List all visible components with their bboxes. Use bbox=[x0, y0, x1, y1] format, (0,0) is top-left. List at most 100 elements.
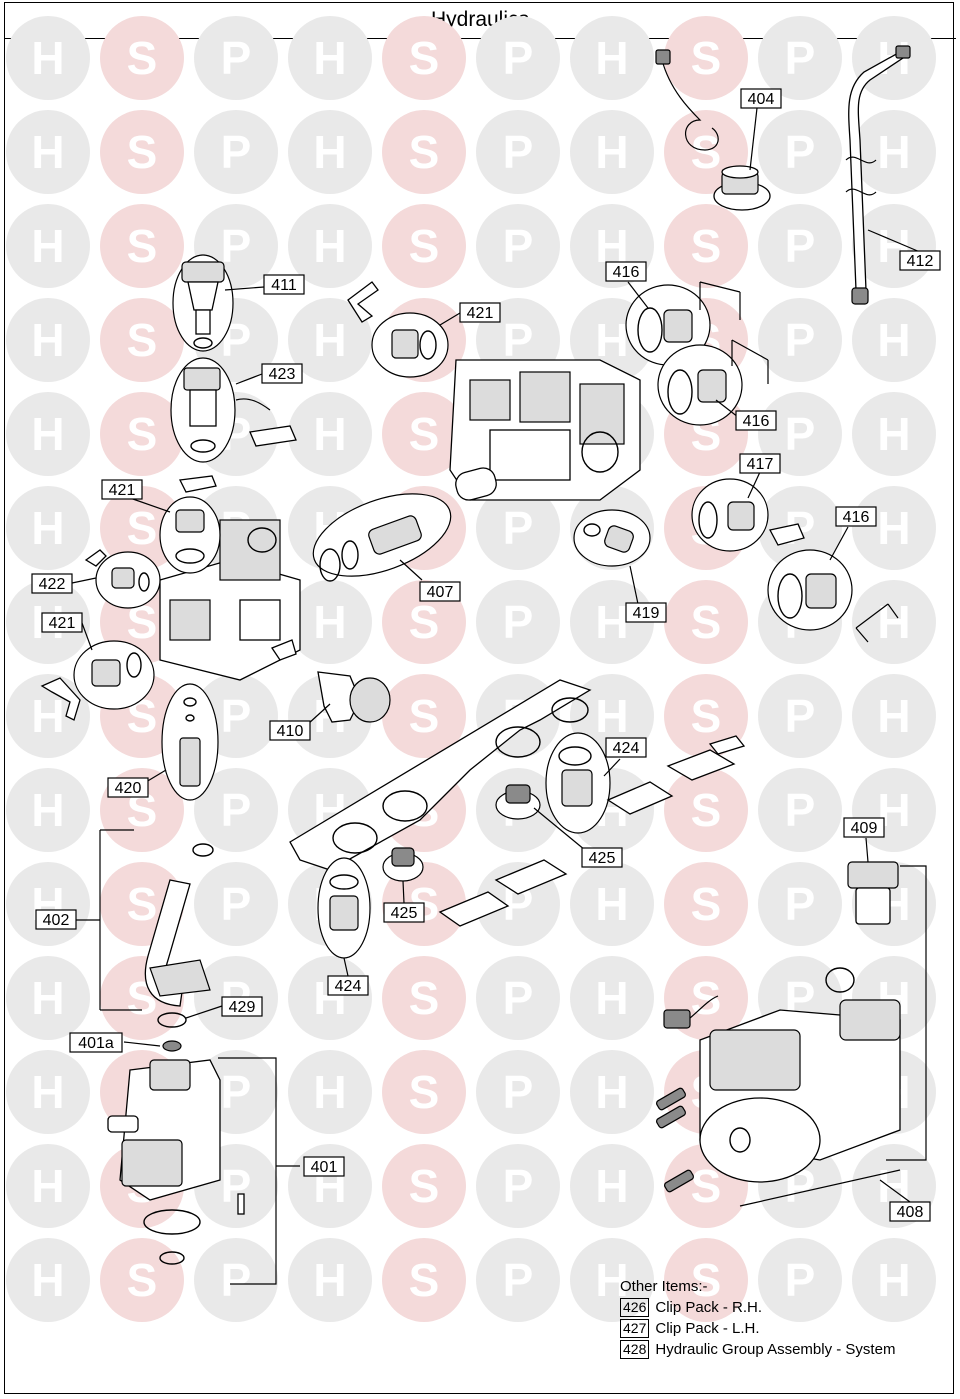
watermark-circle bbox=[194, 768, 278, 852]
watermark-circle bbox=[6, 392, 90, 476]
watermark-letter: S bbox=[409, 1066, 440, 1118]
watermark-letter: S bbox=[409, 596, 440, 648]
watermark-circle bbox=[570, 956, 654, 1040]
watermark-letter: S bbox=[127, 1254, 158, 1306]
watermark-circle bbox=[852, 1238, 936, 1322]
label-407: 407 bbox=[419, 581, 461, 602]
watermark-circle bbox=[476, 204, 560, 288]
watermark-letter: P bbox=[503, 1066, 534, 1118]
watermark-circle bbox=[6, 486, 90, 570]
watermark-circle bbox=[382, 204, 466, 288]
watermark-letter: P bbox=[221, 690, 252, 742]
label-424-lower: 424 bbox=[327, 975, 369, 996]
watermark-circle bbox=[288, 1050, 372, 1134]
watermark-letter: P bbox=[221, 126, 252, 178]
watermark-letter: S bbox=[127, 220, 158, 272]
watermark-circle bbox=[476, 1050, 560, 1134]
part-clips-right bbox=[606, 735, 746, 815]
watermark-circle bbox=[664, 862, 748, 946]
watermark-letter: S bbox=[691, 1254, 722, 1306]
watermark-letter: P bbox=[785, 126, 816, 178]
other-item-desc: Clip Pack - R.H. bbox=[655, 1299, 763, 1316]
watermark-letter: H bbox=[31, 126, 64, 178]
watermark-circle bbox=[664, 768, 748, 852]
watermark-letter: S bbox=[409, 690, 440, 742]
label-401: 401 bbox=[303, 1156, 345, 1177]
watermark-circle bbox=[570, 1050, 654, 1134]
part-420 bbox=[161, 683, 219, 801]
svg-text:422: 422 bbox=[39, 576, 66, 593]
watermark-circle bbox=[100, 392, 184, 476]
watermark-circle bbox=[382, 674, 466, 758]
part-404-sensor bbox=[655, 49, 771, 211]
watermark-letter: H bbox=[877, 502, 910, 554]
watermark-circle bbox=[852, 580, 936, 664]
watermark-circle bbox=[194, 1238, 278, 1322]
watermark-letter: H bbox=[313, 126, 346, 178]
watermark-circle bbox=[758, 674, 842, 758]
watermark-letter: H bbox=[877, 596, 910, 648]
watermark-letter: P bbox=[221, 1254, 252, 1306]
watermark-circle bbox=[288, 298, 372, 382]
part-clips-lower bbox=[438, 859, 568, 927]
watermark-letter: P bbox=[221, 32, 252, 84]
svg-text:424: 424 bbox=[335, 978, 362, 995]
part-402 bbox=[99, 829, 214, 1011]
label-423: 423 bbox=[261, 363, 303, 384]
part-424-lower bbox=[317, 857, 371, 959]
svg-text:423: 423 bbox=[269, 366, 296, 383]
part-401 bbox=[107, 1057, 277, 1285]
watermark-circle bbox=[194, 16, 278, 100]
svg-text:409: 409 bbox=[851, 820, 878, 837]
part-416-c bbox=[767, 549, 899, 643]
watermark-letter: S bbox=[127, 502, 158, 554]
label-411: 411 bbox=[263, 274, 305, 295]
watermark-circle bbox=[758, 1238, 842, 1322]
watermark-circle bbox=[852, 392, 936, 476]
watermark-letter: S bbox=[691, 596, 722, 648]
watermark-letter: H bbox=[31, 1254, 64, 1306]
watermark-circle bbox=[476, 486, 560, 570]
watermark-letter: H bbox=[313, 220, 346, 272]
part-hydraulic-block bbox=[449, 359, 641, 501]
watermark-circle bbox=[758, 298, 842, 382]
watermark-letter: S bbox=[409, 1254, 440, 1306]
watermark-circle bbox=[288, 16, 372, 100]
other-items-heading: Other Items:- bbox=[620, 1278, 708, 1295]
watermark-letter: H bbox=[31, 972, 64, 1024]
label-425-upper: 425 bbox=[581, 847, 623, 868]
svg-text:411: 411 bbox=[271, 277, 297, 294]
part-416-b bbox=[657, 339, 769, 426]
watermark-circle bbox=[194, 862, 278, 946]
other-item-row: 428 Hydraulic Group Assembly - System bbox=[620, 1339, 895, 1360]
watermark-letter: P bbox=[503, 32, 534, 84]
watermark-letter: H bbox=[313, 314, 346, 366]
label-416-b: 416 bbox=[735, 410, 777, 431]
watermark-letter: P bbox=[785, 220, 816, 272]
watermark-letter: P bbox=[221, 1066, 252, 1118]
part-408-pump bbox=[656, 967, 901, 1207]
watermark-letter: S bbox=[127, 314, 158, 366]
watermark-letter: S bbox=[409, 220, 440, 272]
watermark-circle bbox=[476, 1144, 560, 1228]
watermark-circle bbox=[382, 1050, 466, 1134]
svg-text:416: 416 bbox=[743, 413, 770, 430]
watermark-letter: H bbox=[595, 32, 628, 84]
label-410: 410 bbox=[269, 720, 311, 741]
watermark-circle bbox=[476, 956, 560, 1040]
watermark-circle bbox=[664, 16, 748, 100]
label-416-c: 416 bbox=[835, 506, 877, 527]
watermark-letter: P bbox=[503, 314, 534, 366]
watermark-letter: H bbox=[595, 596, 628, 648]
watermark-letter: S bbox=[691, 690, 722, 742]
watermark-circle bbox=[382, 1238, 466, 1322]
watermark-circle bbox=[476, 110, 560, 194]
watermark-circle bbox=[288, 204, 372, 288]
watermark-circle bbox=[6, 16, 90, 100]
svg-text:425: 425 bbox=[589, 850, 616, 867]
label-402: 402 bbox=[35, 909, 77, 930]
watermark-letter: S bbox=[127, 126, 158, 178]
watermark-letter: H bbox=[595, 314, 628, 366]
label-417: 417 bbox=[739, 453, 781, 474]
